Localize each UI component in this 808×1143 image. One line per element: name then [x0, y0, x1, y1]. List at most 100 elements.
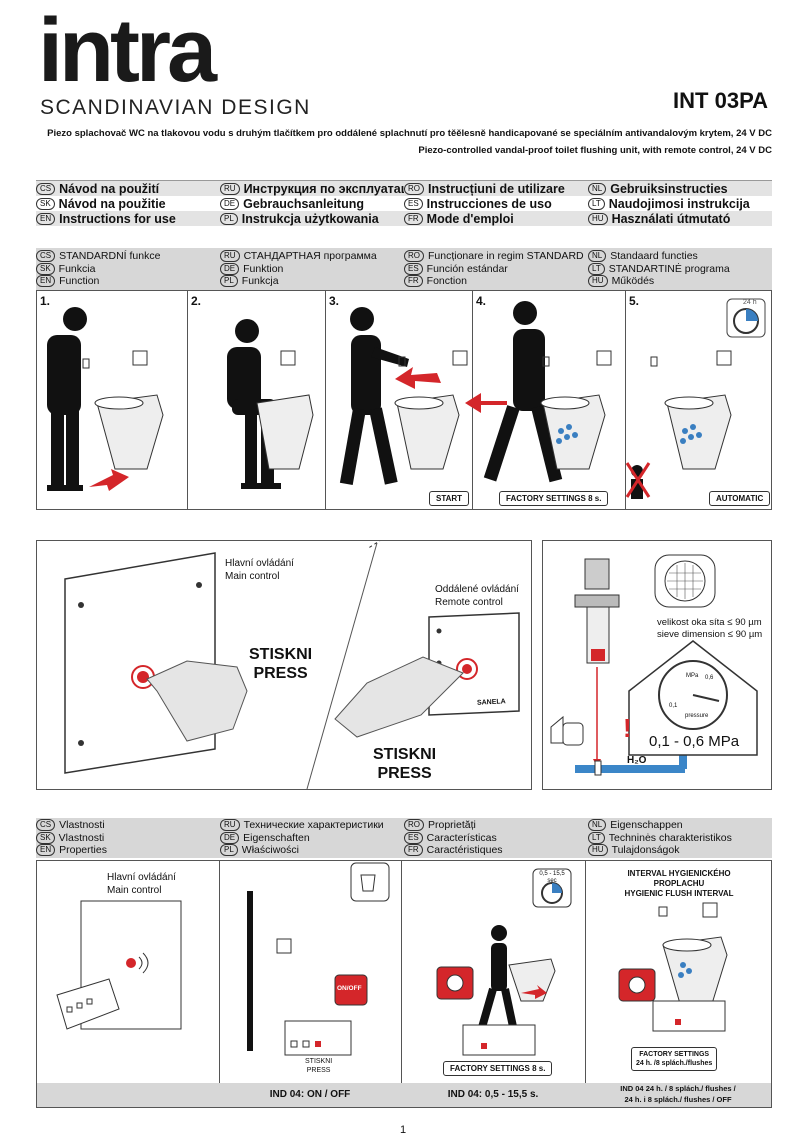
step-1-figure — [47, 307, 164, 491]
properties-heading-text: Caractéristiques — [426, 844, 503, 857]
hygienic-interval-cs-2: PROPLACHU — [653, 879, 705, 888]
step-4-figure — [465, 301, 612, 483]
function-heading-text: Standaard functies — [610, 250, 698, 263]
language-code-badge: EN — [36, 844, 56, 857]
language-code-badge: RO — [404, 819, 424, 832]
instructions-text: Instructions for use — [59, 211, 176, 226]
language-code-badge: ES — [404, 831, 423, 844]
main-control-en: Main control — [225, 571, 280, 582]
warning-mark: ! — [623, 713, 632, 743]
function-heading-text: STANDARTINĖ programa — [608, 262, 730, 275]
footer-hygienic-2: 24 h. i 8 splách./ flushes / OFF — [624, 1095, 732, 1104]
press-panel: Hlavní ovládání Main control Oddálené ov… — [36, 540, 532, 790]
remote-control-cs: Oddálené ovládání — [435, 584, 519, 595]
timer-label: 24 h — [743, 299, 757, 306]
language-code-badge: FR — [404, 212, 423, 225]
function-heading-text: STANDARDNÍ funkce — [59, 250, 161, 263]
language-code-badge: SK — [36, 197, 55, 210]
description-en: Piezo-controlled vandal-proof toilet flu… — [418, 145, 772, 156]
footer-onoff: IND 04: ON / OFF — [269, 1089, 351, 1100]
gauge-high: 0,6 — [705, 675, 714, 681]
steps-panel: 1. 2. 3. 4. 5. — [36, 290, 772, 510]
hyg-factory-tag-2: 24 h. /8 splách./flushes — [636, 1060, 713, 1067]
language-code-badge: HU — [588, 275, 608, 288]
language-code-badge: FR — [404, 844, 423, 857]
language-code-badge: NL — [588, 819, 607, 832]
language-code-badge: NL — [588, 182, 607, 195]
language-code-badge: EN — [36, 212, 56, 225]
press-label-2-en: PRESS — [377, 765, 432, 782]
press-label-1-en: PRESS — [253, 665, 308, 682]
language-code-badge: CS — [36, 182, 56, 195]
function-heading-text: Működés — [611, 275, 655, 288]
pressure-range: 0,1 - 0,6 MPa — [649, 733, 740, 750]
language-code-badge: CS — [36, 819, 56, 832]
properties-heading-text: Tulajdonságok — [611, 844, 680, 857]
step-2-figure — [227, 319, 314, 489]
water-panel: velikost oka síta ≤ 90 µm sieve dimensio… — [542, 540, 772, 790]
function-heading-text: Función estándar — [426, 262, 508, 275]
function-heading-text: Funkcia — [58, 262, 96, 275]
function-heading-text: Fonction — [426, 275, 467, 288]
hygienic-interval-cs-1: INTERVAL HYGIENICKÉHO — [627, 869, 731, 878]
press-label-1-cs: STISKNI — [249, 646, 313, 663]
instructions-text: Instrucțiuni de utilizare — [428, 181, 565, 196]
properties-panel: Hlavní ovládání Main control ON/OFF STIS… — [36, 860, 772, 1108]
footer-range: IND 04: 0,5 - 15,5 s. — [447, 1089, 539, 1100]
automatic-tag: AUTOMATIC — [709, 491, 771, 506]
brand-logo: intra — [38, 1, 217, 101]
sieve-size-cs: velikost oka síta ≤ 90 µm — [657, 617, 762, 628]
gauge-unit: MPa — [686, 673, 699, 679]
properties-heading-text: Właściwości — [241, 844, 299, 857]
function-heading-text: Funkcja — [241, 275, 279, 288]
language-code-badge: ES — [404, 262, 423, 275]
start-tag: START — [429, 491, 470, 506]
gauge-label: pressure — [685, 713, 709, 719]
properties-illustration — [56, 862, 728, 1056]
language-code-badge: DE — [220, 197, 240, 210]
language-code-badge: LT — [588, 197, 605, 210]
page-number: 1 — [400, 1124, 407, 1136]
instructions-text: Gebruiksinstructies — [610, 181, 728, 196]
step-3-number: 3. — [329, 294, 340, 308]
function-heading-text: Funktion — [243, 262, 284, 275]
press-illustration — [64, 541, 520, 789]
instructions-text: Инструкция по эксплуатации — [243, 181, 404, 196]
function-heading-text: СТАНДАРТНАЯ программа — [243, 250, 377, 263]
language-code-badge: HU — [588, 844, 608, 857]
language-code-badge: LT — [588, 262, 605, 275]
instructions-text: Használati útmutató — [611, 211, 731, 226]
hyg-factory-tag-1: FACTORY SETTINGS — [639, 1051, 710, 1058]
properties-heading-text: Eigenschappen — [610, 819, 683, 832]
prop-factory-tag: FACTORY SETTINGS 8 s. — [443, 1061, 553, 1076]
